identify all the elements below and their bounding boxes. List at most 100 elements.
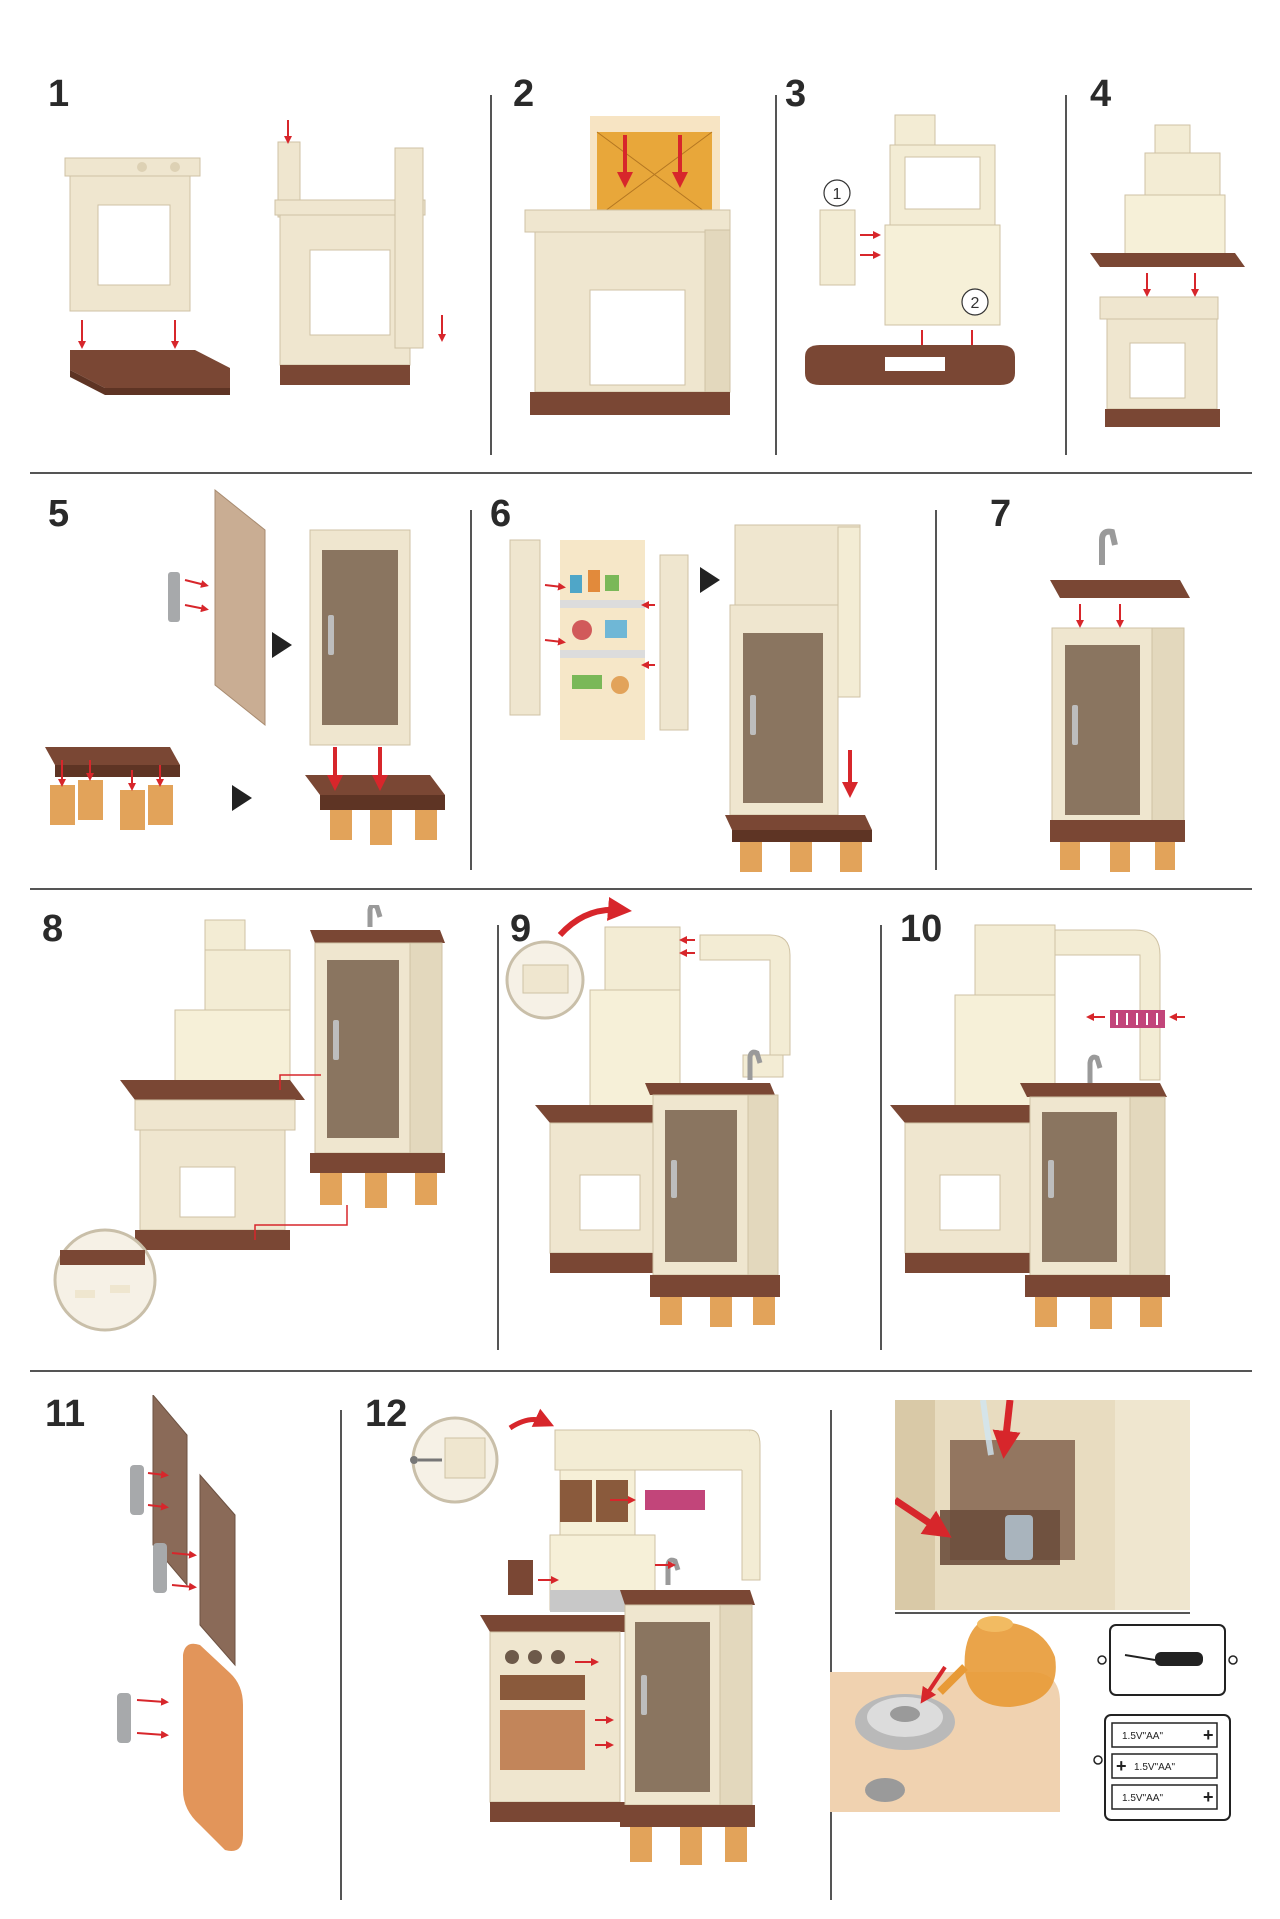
step-5-illustration xyxy=(40,485,465,875)
step-1-illustration xyxy=(40,120,480,420)
step-number-10: 10 xyxy=(900,908,943,950)
step-number-2: 2 xyxy=(513,73,535,115)
fridge-assembled xyxy=(725,524,872,872)
oven-door xyxy=(183,1643,243,1851)
col-divider-r1-b xyxy=(775,95,777,455)
step-6-illustration xyxy=(500,505,930,880)
col-divider-r1-c xyxy=(1065,95,1067,455)
step-12-illustration xyxy=(400,1400,825,1880)
step-number-7: 7 xyxy=(990,493,1012,535)
battery-compartment: 1.5V"AA" + + 1.5V"AA" 1.5V"AA" + xyxy=(1093,1714,1231,1821)
water-tank-detail xyxy=(895,1400,1190,1610)
sink-countertop xyxy=(1050,580,1190,598)
side-bracket-part xyxy=(819,209,856,286)
step-number-8: 8 xyxy=(42,908,64,950)
water-tank xyxy=(940,1440,1075,1565)
kettle xyxy=(937,1616,1056,1707)
stove-hutch-unit xyxy=(120,919,305,1250)
plus-icon-2: + xyxy=(1116,1756,1127,1776)
fridge-shelf-decal xyxy=(560,540,645,740)
frame-with-side-panels xyxy=(274,141,426,385)
col-divider-r4-b xyxy=(830,1410,832,1900)
magenta-utensil-rack xyxy=(1110,1010,1165,1028)
completed-kitchen xyxy=(480,1429,761,1865)
next-arrow xyxy=(272,632,292,658)
battery-cell-label-3: 1.5V"AA" xyxy=(1122,1793,1163,1804)
door-handle-lower xyxy=(153,1543,167,1593)
assembled-cabinet-door xyxy=(309,529,411,746)
fridge-sink-unit xyxy=(310,905,445,1208)
col-divider-r4-a xyxy=(340,1410,342,1900)
step-number-11: 11 xyxy=(45,1393,86,1435)
step-11-illustration xyxy=(105,1395,335,1860)
rotate-arrow xyxy=(557,897,632,938)
assembled-kitchen xyxy=(890,924,1170,1329)
step-number-3: 3 xyxy=(785,73,807,115)
stove-and-fridge xyxy=(535,989,780,1327)
step-number-4: 4 xyxy=(1090,73,1112,115)
rotate-arrow xyxy=(508,1408,555,1431)
cabinet-door-lower xyxy=(199,1473,236,1667)
row-divider-3 xyxy=(30,1370,1252,1372)
fridge-side-panel-right xyxy=(659,554,689,731)
burner xyxy=(855,1694,955,1750)
base-with-legs-assembled xyxy=(305,775,445,845)
detail-callout xyxy=(505,940,585,1020)
fridge-body xyxy=(1050,627,1185,872)
hutch-assembly xyxy=(1124,124,1226,261)
countertop xyxy=(1090,253,1245,267)
step-9-illustration xyxy=(505,895,875,1340)
next-arrow xyxy=(700,567,720,593)
next-arrow-2 xyxy=(232,785,252,811)
stove-base-unit xyxy=(1099,296,1220,427)
col-divider-r2-a xyxy=(470,510,472,870)
base-with-legs-left xyxy=(45,747,180,830)
step-number-5: 5 xyxy=(48,493,70,535)
step-7-illustration xyxy=(1040,520,1250,875)
stove-body xyxy=(524,209,731,415)
upper-arch-frame xyxy=(604,926,791,1078)
battery-cell-label-1: 1.5V"AA" xyxy=(1122,1731,1163,1742)
base-plate xyxy=(70,350,230,395)
col-divider-r3-a xyxy=(497,925,499,1350)
callout-label-1: 1 xyxy=(833,186,842,203)
fridge-side-panel-left xyxy=(509,539,541,716)
step-number-6: 6 xyxy=(490,493,512,535)
row-divider-2 xyxy=(30,888,1252,890)
connector-detail-callout xyxy=(53,1228,157,1332)
faucet xyxy=(1099,528,1118,565)
battery-cover-with-screwdriver xyxy=(1097,1624,1238,1696)
step-number-1: 1 xyxy=(48,73,70,115)
burner-detail xyxy=(830,1612,1080,1812)
col-divider-r2-b xyxy=(935,510,937,870)
step-number-12: 12 xyxy=(365,1393,408,1435)
plus-icon-3: + xyxy=(1203,1787,1214,1807)
step-4-illustration xyxy=(1085,115,1260,435)
countertop-with-cutout xyxy=(805,345,1015,385)
row-divider-1 xyxy=(30,472,1252,474)
step-3-illustration: 1 2 xyxy=(785,95,1060,425)
hutch-upper-panel xyxy=(884,114,1001,326)
callout-circle-2 xyxy=(961,288,989,316)
step-number-9: 9 xyxy=(510,908,532,950)
screwdriver-icon xyxy=(1155,1652,1203,1666)
step-8-illustration xyxy=(35,905,495,1340)
step-10-illustration xyxy=(885,905,1255,1340)
screw-detail-callout xyxy=(410,1416,499,1504)
stove-knob xyxy=(865,1778,905,1802)
door-panel-exploded xyxy=(214,488,266,727)
col-divider-r1-a xyxy=(490,95,492,455)
callout-label-2: 2 xyxy=(971,295,980,312)
battery-instructions: 1.5V"AA" + + 1.5V"AA" 1.5V"AA" + xyxy=(1090,1620,1250,1830)
door-handle xyxy=(168,572,180,622)
step-2-illustration xyxy=(515,110,765,420)
battery-cell-label-2: 1.5V"AA" xyxy=(1134,1762,1175,1773)
cabinet-door-upper xyxy=(152,1395,188,1587)
oven-door-handle xyxy=(117,1693,131,1743)
plus-icon: + xyxy=(1203,1725,1214,1745)
stove-frame-panel xyxy=(64,157,201,312)
callout-circle-1 xyxy=(823,179,851,207)
detail-divider xyxy=(895,1612,1190,1614)
col-divider-r3-b xyxy=(880,925,882,1350)
